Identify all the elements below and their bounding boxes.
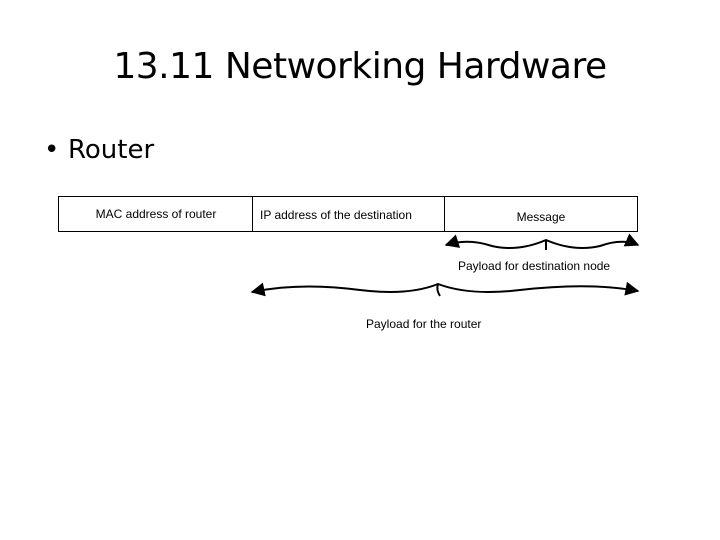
caption-destination-payload: Payload for destination node	[458, 259, 611, 273]
slide-title: 13.11 Networking Hardware	[113, 46, 607, 87]
bullet-text: Router	[68, 135, 155, 165]
brace-router-payload	[250, 281, 640, 297]
brace-destination-payload	[444, 233, 640, 249]
field-ip-address: IP address of the destination	[252, 196, 446, 232]
caption-router-payload: Payload for the router	[366, 317, 482, 331]
bullet-item-router: • Router	[44, 132, 154, 168]
field-message: Message	[444, 196, 638, 232]
brace-router-tick	[436, 283, 441, 297]
bullet-icon: •	[44, 135, 60, 165]
